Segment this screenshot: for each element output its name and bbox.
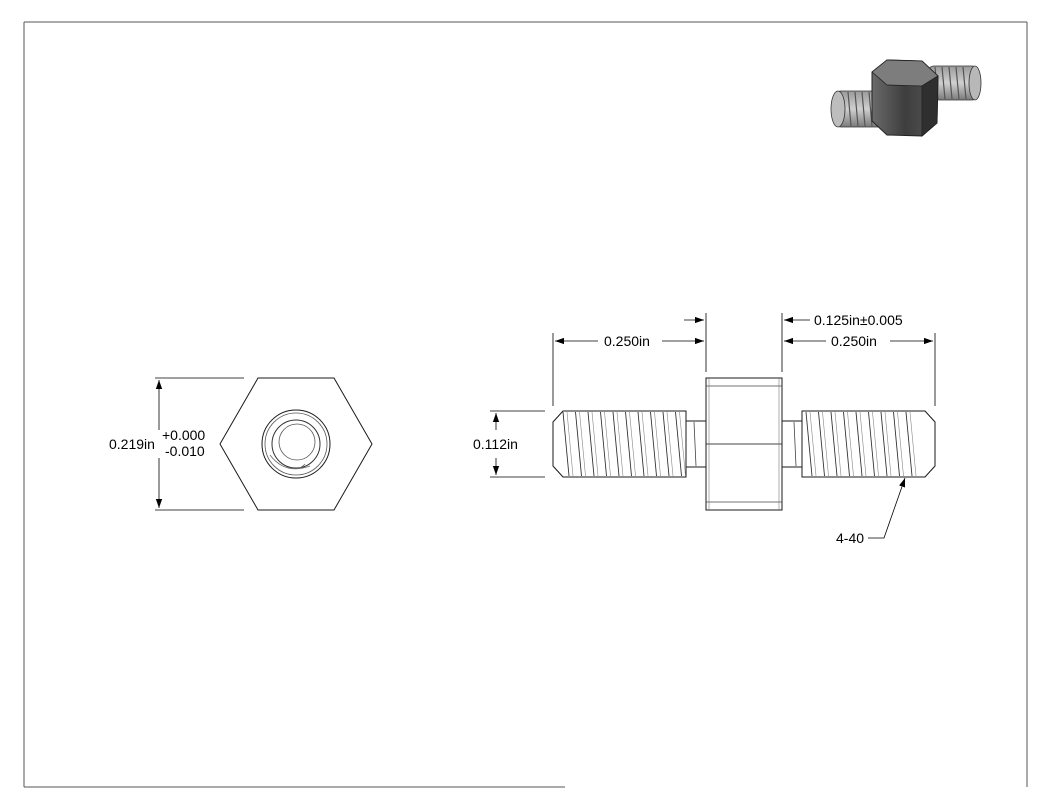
thread-crest (868, 411, 875, 477)
end-view-hexagon (219, 377, 373, 511)
thread-crest (675, 411, 682, 477)
thread-root (641, 411, 649, 477)
thread-root (859, 411, 867, 477)
thread-crest (893, 411, 900, 477)
thread-root (847, 411, 854, 477)
thread-root (616, 411, 624, 477)
thread-crest (880, 411, 888, 477)
thread-crest (637, 411, 645, 477)
thread-length-right: 0.250in (831, 333, 877, 349)
thread-root (897, 411, 904, 477)
isometric-preview (830, 59, 982, 137)
hex-length: 0.125in±0.005 (814, 312, 903, 328)
thread-root (872, 411, 879, 477)
thread-crest (905, 411, 913, 477)
right-thread-relief (781, 420, 803, 468)
thread-root (679, 411, 686, 477)
thread-crest (612, 411, 620, 477)
thread-root (629, 411, 636, 477)
thread-crest (575, 411, 582, 477)
end-view-dimension: 0.219in (109, 436, 155, 452)
thread-root (604, 411, 611, 477)
thread-crest (662, 411, 670, 477)
right-thread (801, 410, 936, 478)
thread-crest (562, 411, 570, 477)
thread-crest (625, 411, 632, 477)
thread-crest (855, 411, 863, 477)
thread-diameter: 0.112in (473, 436, 518, 452)
thread-crest (830, 411, 838, 477)
thread-callout: 4-40 (836, 530, 864, 546)
end-view-tolerance-lower: -0.010 (165, 443, 205, 459)
thread-crest (650, 411, 657, 477)
thread-callout-leader (868, 477, 906, 539)
thread-root (822, 411, 829, 477)
thread-crest (843, 411, 850, 477)
end-view-tolerance-upper: +0.000 (162, 427, 205, 443)
thread-crest (805, 411, 813, 477)
thread-root (654, 411, 661, 477)
sheet-border (23, 21, 1028, 788)
left-thread (552, 410, 687, 478)
thread-root (579, 411, 586, 477)
thread-length-left: 0.250in (604, 333, 650, 349)
thread-root (884, 411, 892, 477)
thread-root (834, 411, 842, 477)
thread-crest (818, 411, 825, 477)
thread-crest (600, 411, 607, 477)
end-view: 0.219in +0.000 -0.010 (109, 377, 373, 511)
side-view: 0.250in 0.125in±0.005 0.250in 0.112in 4-… (473, 312, 936, 546)
thread-root (809, 411, 817, 477)
thread-crest (587, 411, 595, 477)
thread-root (666, 411, 674, 477)
thread-root (566, 411, 574, 477)
thread-root (591, 411, 599, 477)
thread-root (909, 411, 917, 477)
